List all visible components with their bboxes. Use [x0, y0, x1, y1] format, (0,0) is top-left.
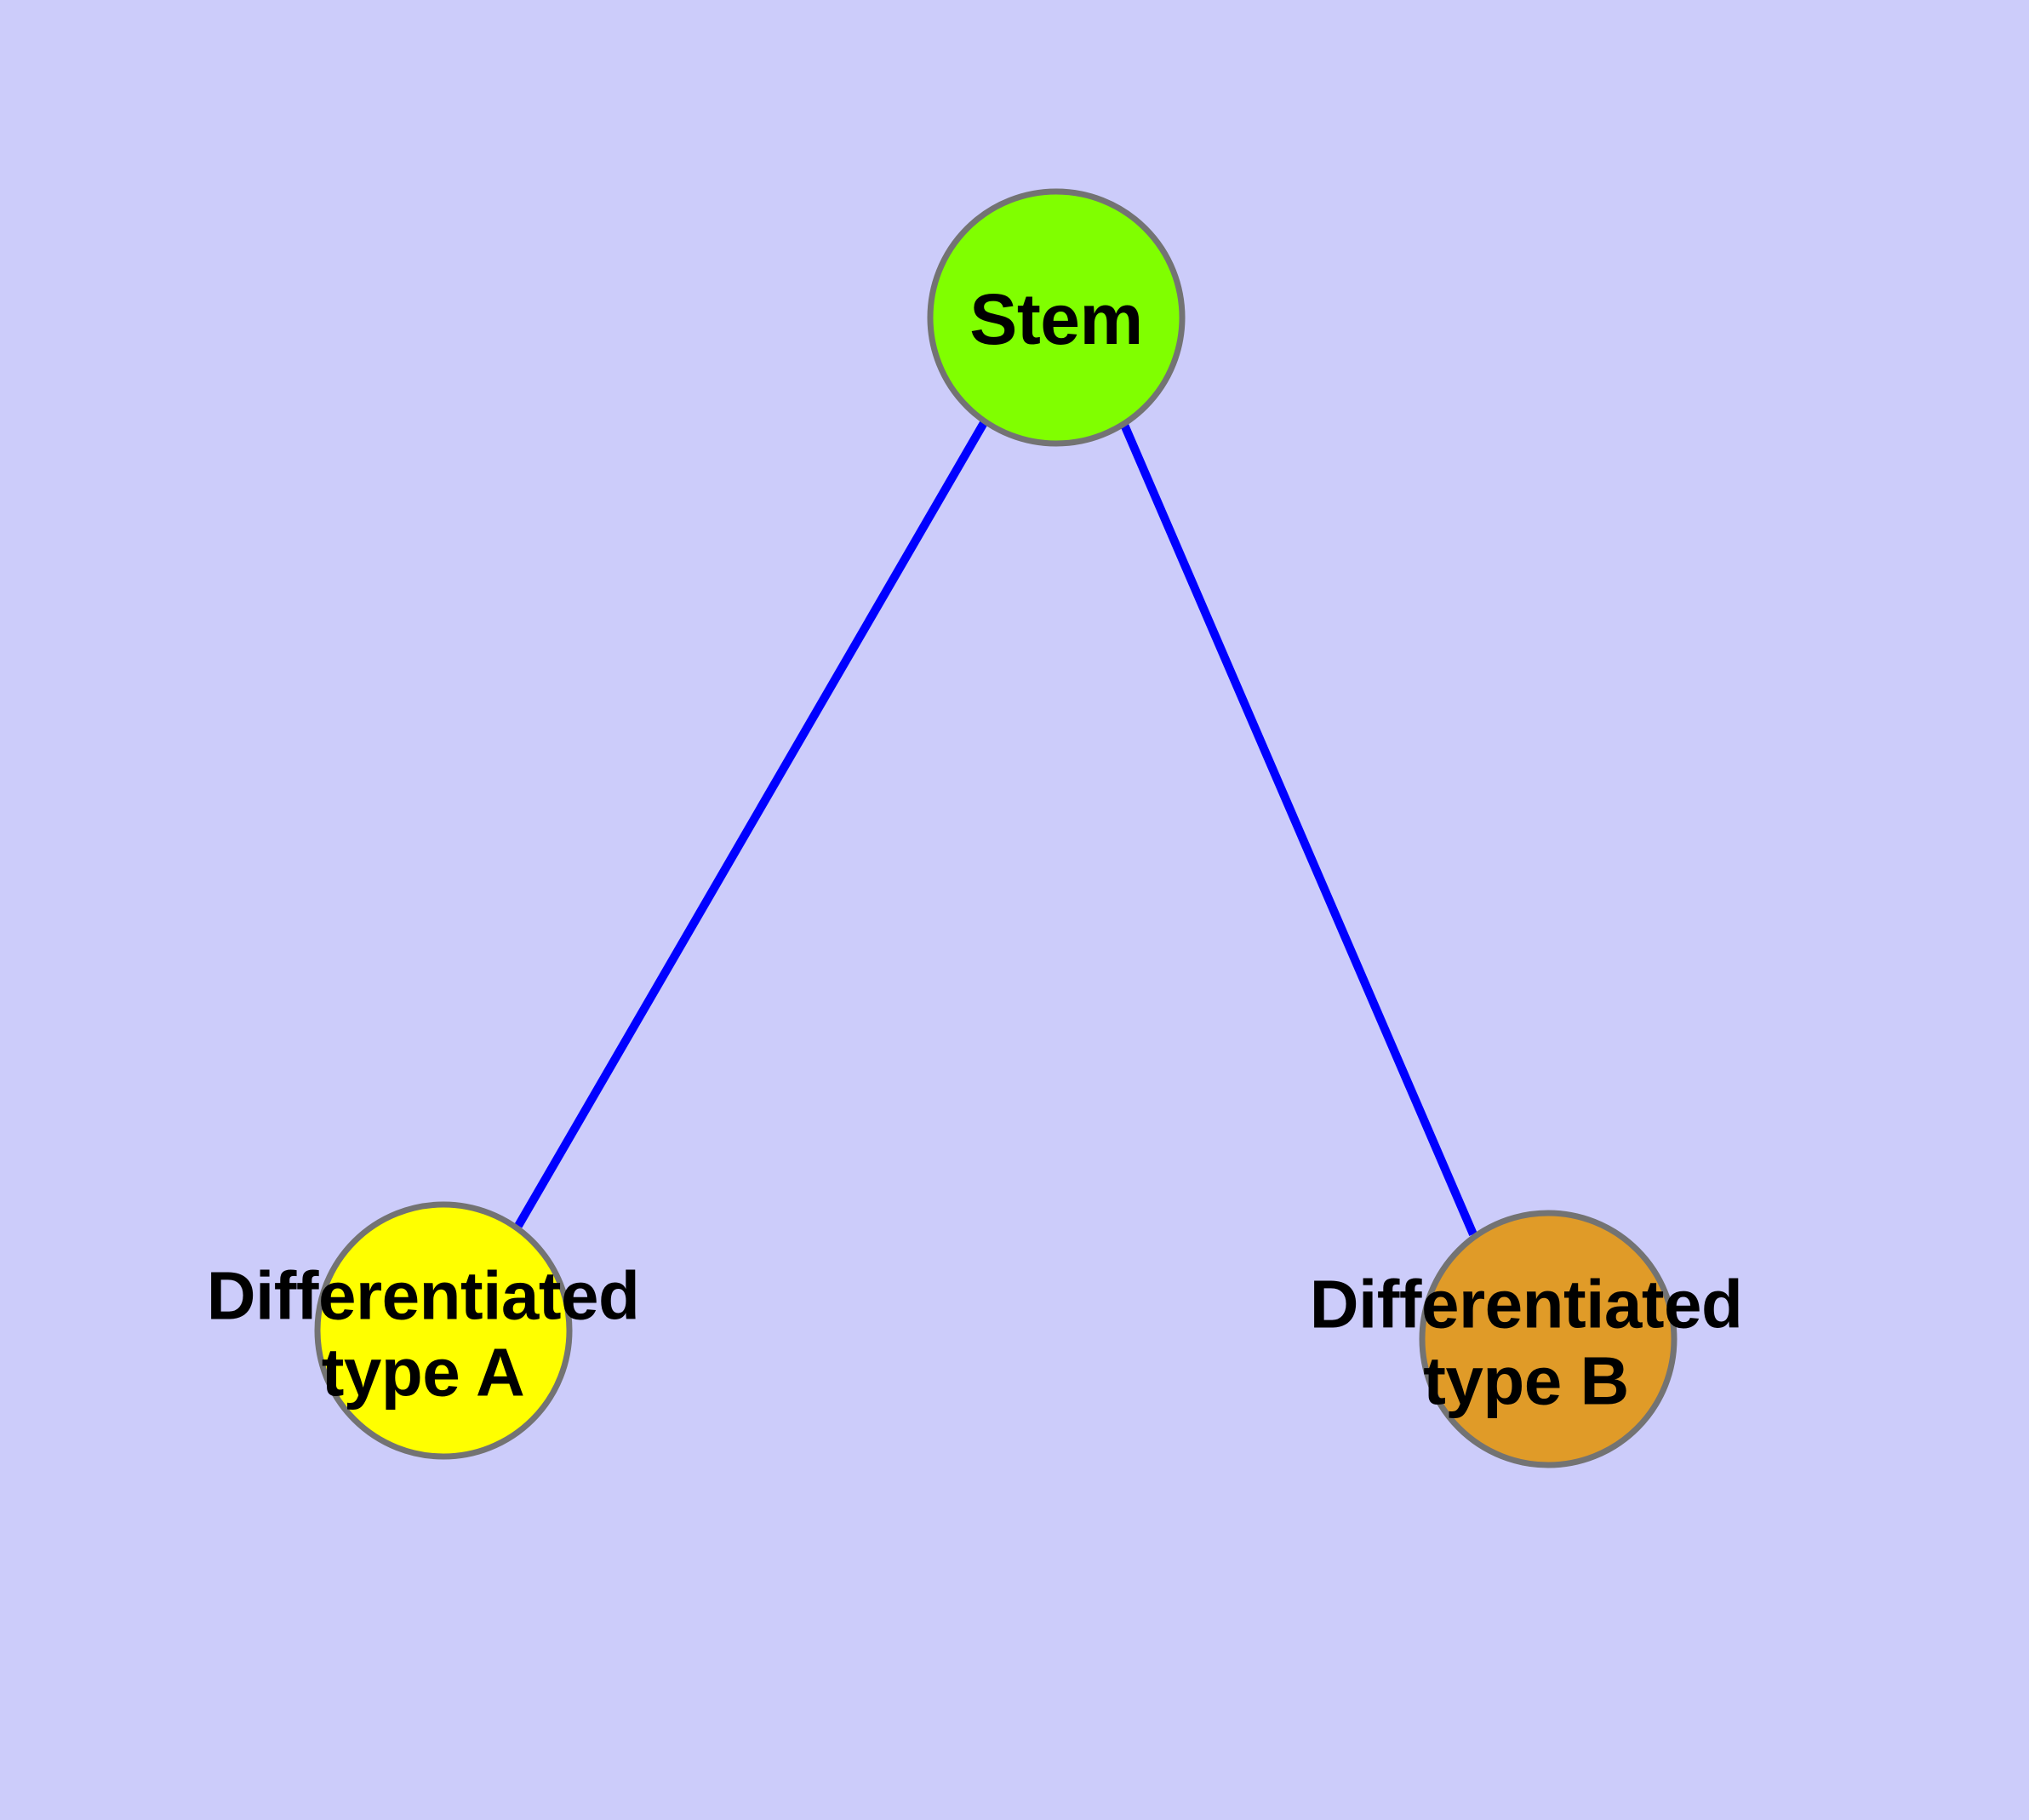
edge-stem-diff-a[interactable] [514, 419, 989, 1228]
nodes-layer [314, 188, 1677, 1468]
edges-layer [514, 417, 1477, 1236]
node-circle-diff-b[interactable] [1419, 1210, 1677, 1468]
node-circle-stem[interactable] [927, 188, 1186, 447]
edge-stem-diff-b[interactable] [1117, 417, 1477, 1236]
node-circle-diff-a[interactable] [314, 1201, 573, 1460]
